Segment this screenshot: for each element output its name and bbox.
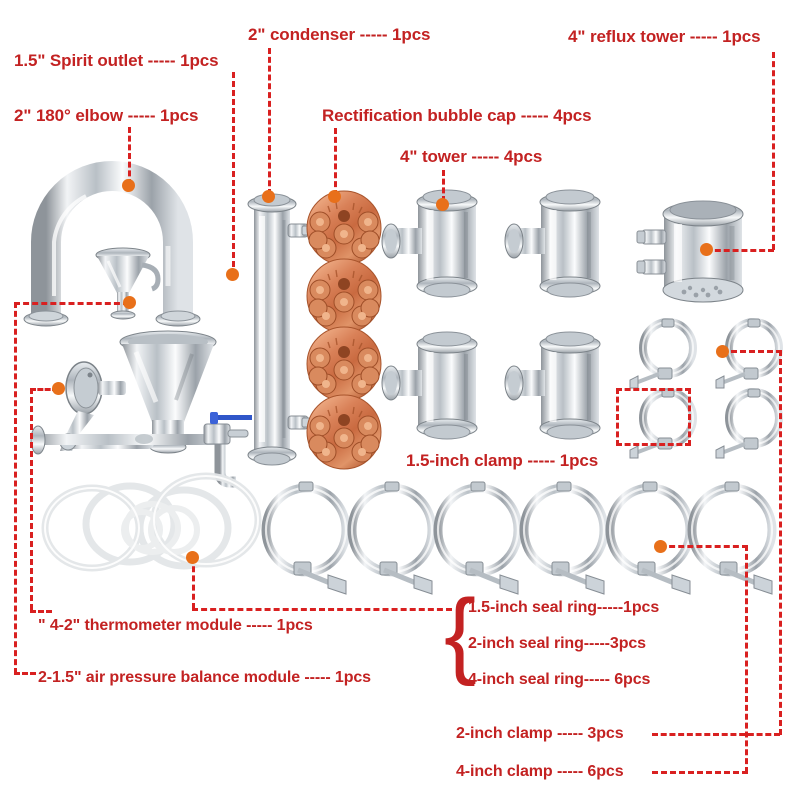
leader-largeclamp-horz [660, 545, 748, 548]
label-elbow: 2" 180° elbow ----- 1pcs [14, 106, 199, 125]
dot-large-clamp [654, 540, 667, 553]
leader-clamp4 [652, 771, 748, 774]
part-large-clamp-1 [258, 478, 354, 596]
leader-reflux-vert [772, 52, 775, 250]
label-seal-4: 4-inch seal ring----- 6pcs [468, 671, 651, 688]
label-clamp-15: 1.5-inch clamp ----- 1pcs [406, 451, 599, 470]
part-reflux-tower [636, 196, 766, 312]
label-thermometer: " 4-2" thermometer module ----- 1pcs [38, 617, 313, 634]
leader-smallclamp-vert [779, 350, 782, 735]
part-tower-section-3 [381, 330, 490, 442]
label-clamp-2: 2-inch clamp ----- 3pcs [456, 725, 624, 742]
part-large-clamp-4 [516, 478, 612, 596]
leader-airmodule-left [14, 302, 17, 674]
leader-airmodule-top [14, 302, 129, 305]
label-reflux-tower: 4" reflux tower ----- 1pcs [568, 27, 761, 46]
label-seal-2: 2-inch seal ring-----3pcs [468, 635, 646, 652]
dot-airmodule-top [123, 296, 136, 309]
part-large-clamp-2 [344, 478, 440, 596]
part-spirit-outlet [90, 245, 180, 325]
callout-box-clamp-15 [616, 388, 691, 446]
part-small-clamp-1 [626, 318, 704, 392]
leader-smallclamp-horz [722, 350, 782, 353]
part-seal-rings [34, 466, 274, 586]
dot-spirit-outlet [226, 268, 239, 281]
part-tower-section-2 [504, 188, 613, 300]
leader-elbow [128, 127, 131, 185]
leader-sealring-vert [192, 557, 195, 609]
label-condenser: 2" condenser ----- 1pcs [248, 25, 431, 44]
brace-seal-rings: { [444, 580, 477, 687]
leader-tower [442, 170, 445, 202]
dot-elbow [122, 179, 135, 192]
label-tower: 4" tower ----- 4pcs [400, 147, 543, 166]
dot-seal-rings [186, 551, 199, 564]
dot-bubble-cap [328, 190, 341, 203]
part-small-clamp-2 [712, 318, 790, 392]
leader-clamp2 [652, 733, 780, 736]
dot-small-clamp [716, 345, 729, 358]
dot-condenser [262, 190, 275, 203]
part-tower-section-1 [381, 188, 490, 300]
label-bubble-cap: Rectification bubble cap ----- 4pcs [322, 106, 592, 125]
leader-reflux-horz [706, 249, 774, 252]
leader-sealring-horz [192, 608, 452, 611]
part-elbow [23, 161, 228, 327]
dot-reflux-tower [700, 243, 713, 256]
part-tower-section-4 [504, 330, 613, 442]
leader-thermo-top [30, 388, 58, 391]
dot-thermo [52, 382, 65, 395]
leader-largeclamp-vert [745, 545, 748, 773]
leader-thermo-left [30, 388, 33, 610]
dot-tower [436, 198, 449, 211]
leader-airmodule-bottom [14, 672, 36, 675]
leader-spirit-outlet [232, 72, 235, 276]
label-air-balance: 2-1.5" air pressure balance module -----… [38, 669, 371, 686]
part-bubble-cap-plates [298, 190, 394, 472]
part-large-clamp-6 [684, 478, 780, 596]
leader-thermo-bottom [30, 610, 52, 613]
part-large-clamp-3 [430, 478, 526, 596]
label-seal-15: 1.5-inch seal ring-----1pcs [468, 599, 660, 616]
leader-condenser [268, 48, 271, 195]
leader-bubble-cap [334, 128, 337, 196]
label-clamp-4: 4-inch clamp ----- 6pcs [456, 763, 624, 780]
label-spirit-outlet: 1.5" Spirit outlet ----- 1pcs [14, 51, 219, 70]
part-ball-valve [190, 408, 270, 454]
